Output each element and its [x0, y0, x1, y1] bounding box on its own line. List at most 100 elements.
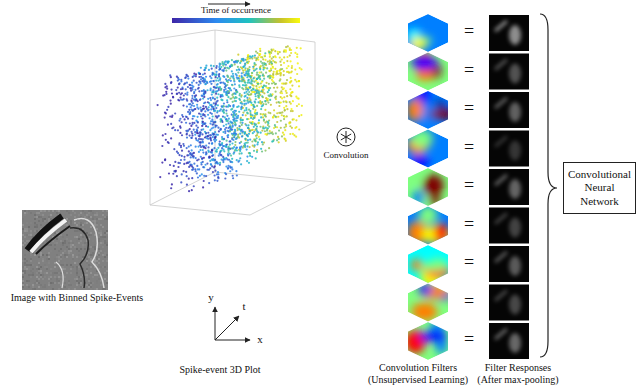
drawn-rect	[26, 260, 28, 262]
drawn-rect	[90, 266, 92, 268]
drawn-circle	[250, 75, 252, 77]
drawn-rect	[90, 210, 92, 212]
drawn-circle	[268, 147, 270, 149]
drawn-circle	[202, 161, 204, 163]
drawn-circle	[245, 114, 247, 116]
drawn-circle	[249, 146, 251, 148]
drawn-circle	[219, 110, 221, 112]
drawn-circle	[265, 72, 267, 74]
drawn-rect	[86, 268, 88, 270]
drawn-circle	[252, 66, 254, 68]
drawn-circle	[244, 84, 246, 86]
drawn-rect	[90, 288, 92, 290]
drawn-circle	[283, 101, 285, 103]
drawn-circle	[270, 104, 272, 106]
drawn-rect	[94, 260, 96, 262]
drawn-circle	[231, 168, 233, 170]
drawn-circle	[191, 84, 193, 86]
drawn-circle	[190, 137, 192, 139]
drawn-circle	[225, 123, 227, 125]
drawn-path	[56, 262, 63, 288]
drawn-rect	[100, 218, 102, 220]
drawn-rect	[22, 262, 24, 264]
drawn-circle	[256, 82, 258, 84]
drawn-circle	[277, 116, 279, 118]
drawn-circle	[211, 149, 213, 151]
drawn-rect	[86, 270, 88, 272]
drawn-rect	[48, 252, 50, 254]
drawn-circle	[224, 67, 226, 69]
drawn-rect	[72, 266, 74, 268]
drawn-rect	[104, 278, 106, 280]
drawn-rect	[100, 242, 102, 244]
drawn-circle	[199, 99, 201, 101]
drawn-rect	[44, 284, 46, 286]
drawn-circle	[273, 71, 275, 73]
drawn-circle	[294, 127, 296, 129]
drawn-circle	[202, 149, 204, 151]
drawn-rect	[28, 274, 30, 276]
drawn-rect	[88, 216, 90, 218]
drawn-rect	[24, 244, 26, 246]
drawn-rect	[58, 268, 60, 270]
drawn-rect	[48, 276, 50, 278]
drawn-circle	[283, 70, 285, 72]
drawn-circle	[212, 80, 214, 82]
drawn-circle	[284, 109, 286, 111]
drawn-rect	[76, 224, 78, 226]
drawn-rect	[106, 210, 108, 212]
drawn-circle	[258, 119, 260, 121]
drawn-circle	[286, 60, 288, 62]
drawn-circle	[204, 110, 206, 112]
drawn-rect	[30, 258, 32, 260]
drawn-circle	[267, 101, 269, 103]
drawn-circle	[278, 105, 280, 107]
drawn-rect	[102, 240, 104, 242]
drawn-rect	[46, 240, 48, 242]
drawn-circle	[247, 127, 249, 129]
drawn-circle	[244, 65, 246, 67]
drawn-rect	[30, 254, 32, 256]
drawn-rect	[40, 210, 42, 212]
drawn-rect	[36, 224, 38, 226]
drawn-circle	[237, 133, 239, 135]
drawn-rect	[94, 214, 96, 216]
drawn-circle	[203, 166, 205, 168]
drawn-circle	[274, 83, 276, 85]
drawn-circle	[236, 146, 238, 148]
drawn-circle	[286, 79, 288, 81]
drawn-rect	[52, 268, 54, 270]
drawn-circle	[239, 62, 241, 64]
drawn-rect	[66, 272, 68, 274]
drawn-rect	[70, 264, 72, 266]
drawn-circle	[284, 116, 286, 118]
drawn-rect	[72, 210, 74, 212]
drawn-rect	[34, 210, 36, 212]
drawn-circle	[201, 173, 203, 175]
drawn-rect	[42, 210, 44, 212]
drawn-rect	[60, 254, 62, 256]
drawn-circle	[244, 132, 246, 134]
drawn-circle	[279, 61, 281, 63]
drawn-rect	[92, 240, 94, 242]
drawn-circle	[205, 67, 207, 69]
drawn-rect	[70, 246, 72, 248]
drawn-circle	[230, 80, 232, 82]
drawn-circle	[210, 99, 212, 101]
drawn-circle	[247, 124, 249, 126]
drawn-circle	[209, 89, 211, 91]
drawn-rect	[68, 280, 70, 282]
drawn-circle	[283, 118, 285, 120]
drawn-circle	[290, 108, 292, 110]
drawn-circle	[231, 122, 233, 124]
drawn-rect	[46, 266, 48, 268]
drawn-rect	[90, 226, 92, 228]
drawn-rect	[26, 268, 28, 270]
drawn-circle	[264, 109, 266, 111]
drawn-rect	[82, 244, 84, 246]
drawn-rect	[24, 258, 26, 260]
drawn-circle	[210, 80, 212, 82]
drawn-rect	[82, 224, 84, 226]
drawn-rect	[24, 264, 26, 266]
drawn-rect	[70, 222, 72, 224]
